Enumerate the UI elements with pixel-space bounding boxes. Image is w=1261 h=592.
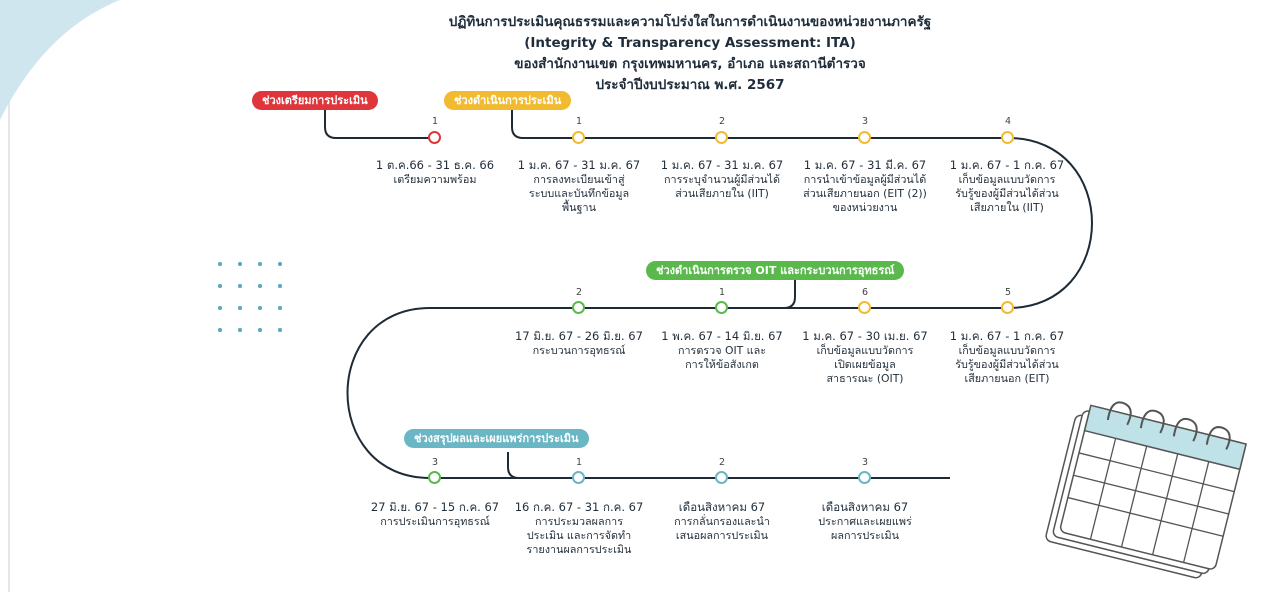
step-date: 16 ก.ค. 67 - 31 ก.ค. 67 xyxy=(514,500,644,514)
phase-pill-oit: ช่วงดำเนินการตรวจ OIT และกระบวนการอุทธรณ… xyxy=(646,261,905,280)
phase-pill-run: ช่วงดำเนินการประเมิน xyxy=(444,91,572,110)
step-text: การประเมินการอุทธรณ์ xyxy=(380,515,490,528)
timeline-node xyxy=(715,131,728,144)
step-caption: 1 ต.ค.66 - 31 ธ.ค. 66 เตรียมความพร้อม xyxy=(360,158,510,187)
timeline-node xyxy=(715,471,728,484)
step-caption: 1 ม.ค. 67 - 1 ก.ค. 67 เก็บข้อมูลแบบวัดกา… xyxy=(932,158,1082,215)
timeline-node xyxy=(572,471,585,484)
page-title: ปฏิทินการประเมินคุณธรรมและความโปร่งใสในก… xyxy=(340,12,1040,96)
step-number: 1 xyxy=(575,116,583,127)
timeline-node xyxy=(858,131,871,144)
step-text: เก็บข้อมูลแบบวัดการรับรู้ของผู้มีส่วนได้… xyxy=(955,344,1059,385)
timeline-node xyxy=(858,471,871,484)
step-date: 17 มิ.ย. 67 - 26 มิ.ย. 67 xyxy=(515,329,643,343)
step-date: 1 ม.ค. 67 - 31 ม.ค. 67 xyxy=(660,158,784,172)
title-line-2: (Integrity & Transparency Assessment: IT… xyxy=(524,35,856,51)
step-date: 1 พ.ค. 67 - 14 มิ.ย. 67 xyxy=(661,329,783,343)
timeline-node xyxy=(1001,131,1014,144)
step-date: เดือนสิงหาคม 67 xyxy=(821,500,909,514)
step-number: 1 xyxy=(431,116,439,127)
title-line-1: ปฏิทินการประเมินคุณธรรมและความโปร่งใสในก… xyxy=(448,14,932,30)
title-line-3: ของสำนักงานเขต กรุงเทพมหานคร, อำเภอ และส… xyxy=(514,56,866,72)
timeline-node xyxy=(572,301,585,314)
title-line-4: ประจำปีงบประมาณ พ.ศ. 2567 xyxy=(595,77,785,93)
timeline-node xyxy=(1001,301,1014,314)
timeline-node xyxy=(715,301,728,314)
dot-grid-decoration xyxy=(218,262,284,338)
step-number: 1 xyxy=(718,287,726,298)
step-date: 1 ต.ค.66 - 31 ธ.ค. 66 xyxy=(375,158,495,172)
phase-pill-summary: ช่วงสรุปผลและเผยแพร่การประเมิน xyxy=(404,429,589,448)
step-date: 1 ม.ค. 67 - 1 ก.ค. 67 xyxy=(949,329,1065,343)
step-text: การประมวลผลการประเมิน และการจัดทำรายงานผ… xyxy=(526,515,632,556)
timeline-node xyxy=(572,131,585,144)
step-number: 3 xyxy=(431,457,439,468)
step-caption: 1 พ.ค. 67 - 14 มิ.ย. 67 การตรวจ OIT และก… xyxy=(647,329,797,372)
timeline-node xyxy=(428,471,441,484)
step-text: การลงทะเบียนเข้าสู่ระบบและบันทึกข้อมูลพื… xyxy=(528,173,630,214)
step-number: 1 xyxy=(575,457,583,468)
step-text: การกลั่นกรองและนำเสนอผลการประเมิน xyxy=(674,515,770,542)
step-number: 3 xyxy=(861,457,869,468)
step-text: การตรวจ OIT และการให้ข้อสังเกต xyxy=(677,344,767,371)
step-caption: 16 ก.ค. 67 - 31 ก.ค. 67 การประมวลผลการปร… xyxy=(504,500,654,557)
step-number: 2 xyxy=(575,287,583,298)
step-date: 1 ม.ค. 67 - 1 ก.ค. 67 xyxy=(949,158,1065,172)
step-caption: 1 ม.ค. 67 - 1 ก.ค. 67 เก็บข้อมูลแบบวัดกา… xyxy=(932,329,1082,386)
step-date: 1 ม.ค. 67 - 31 ม.ค. 67 xyxy=(517,158,641,172)
step-text: กระบวนการอุทธรณ์ xyxy=(532,344,626,357)
step-number: 5 xyxy=(1004,287,1012,298)
step-date: 1 ม.ค. 67 - 31 มี.ค. 67 xyxy=(803,158,927,172)
step-caption: เดือนสิงหาคม 67 ประกาศและเผยแพร่ผลการประ… xyxy=(790,500,940,543)
step-caption: 1 ม.ค. 67 - 31 มี.ค. 67 การนำเข้าข้อมูลผ… xyxy=(790,158,940,215)
step-caption: 1 ม.ค. 67 - 30 เม.ย. 67 เก็บข้อมูลแบบวัด… xyxy=(790,329,940,386)
step-text: การนำเข้าข้อมูลผู้มีส่วนได้ส่วนเสียภายนอ… xyxy=(803,173,927,214)
step-date: 27 มิ.ย. 67 - 15 ก.ค. 67 xyxy=(370,500,500,514)
timeline-node xyxy=(858,301,871,314)
step-caption: เดือนสิงหาคม 67 การกลั่นกรองและนำเสนอผลก… xyxy=(647,500,797,543)
step-number: 6 xyxy=(861,287,869,298)
corner-decoration xyxy=(0,0,120,120)
step-text: ประกาศและเผยแพร่ผลการประเมิน xyxy=(818,515,912,542)
step-number: 2 xyxy=(718,116,726,127)
step-text: เก็บข้อมูลแบบวัดการเปิดเผยข้อมูลสาธารณะ … xyxy=(816,344,914,385)
step-text: เตรียมความพร้อม xyxy=(393,173,477,186)
timeline-node xyxy=(428,131,441,144)
step-caption: 1 ม.ค. 67 - 31 ม.ค. 67 การระบุจำนวนผู้มี… xyxy=(647,158,797,201)
calendar-icon xyxy=(1045,401,1248,579)
step-text: เก็บข้อมูลแบบวัดการรับรู้ของผู้มีส่วนได้… xyxy=(955,173,1059,214)
phase-pill-prep: ช่วงเตรียมการประเมิน xyxy=(252,91,378,110)
step-number: 4 xyxy=(1004,116,1012,127)
step-caption: 17 มิ.ย. 67 - 26 มิ.ย. 67 กระบวนการอุทธร… xyxy=(504,329,654,358)
step-number: 3 xyxy=(861,116,869,127)
step-caption: 27 มิ.ย. 67 - 15 ก.ค. 67 การประเมินการอุ… xyxy=(360,500,510,529)
left-frame-border xyxy=(8,0,10,592)
step-date: เดือนสิงหาคม 67 xyxy=(678,500,766,514)
step-caption: 1 ม.ค. 67 - 31 ม.ค. 67 การลงทะเบียนเข้าส… xyxy=(504,158,654,215)
step-date: 1 ม.ค. 67 - 30 เม.ย. 67 xyxy=(802,329,928,343)
step-text: การระบุจำนวนผู้มีส่วนได้ส่วนเสียภายใน (I… xyxy=(664,173,780,200)
step-number: 2 xyxy=(718,457,726,468)
